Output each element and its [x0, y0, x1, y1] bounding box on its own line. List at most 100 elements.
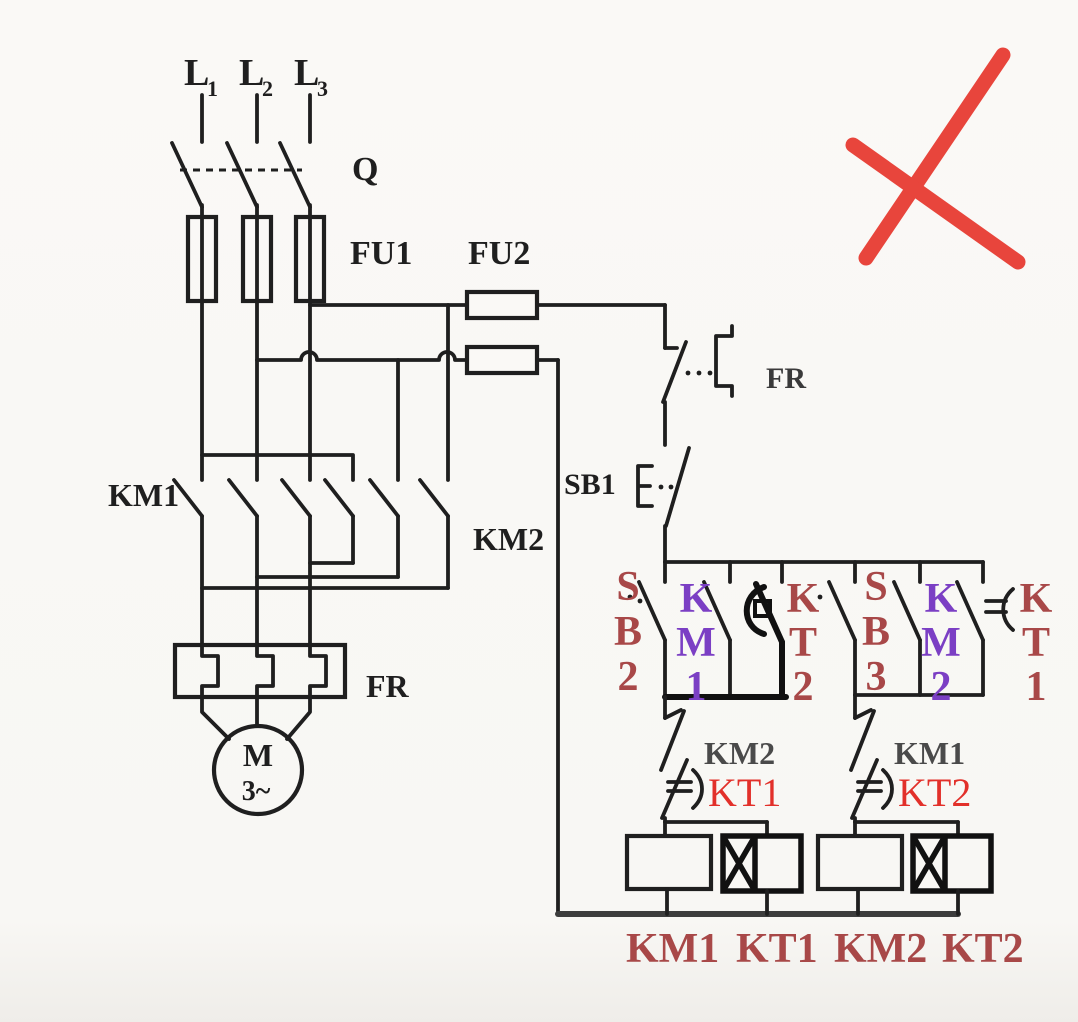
fr-nc-contact: [661, 303, 734, 447]
fr-relay-label: FR: [366, 668, 410, 704]
red-cross-mark: [845, 47, 1026, 270]
motor-letter: M: [243, 737, 273, 773]
coil-bottom-wires: [665, 887, 769, 916]
kt2-coil-label: KT2: [942, 926, 1024, 972]
phase-sub-1: 1: [207, 76, 218, 101]
kt2-annotation: KT2: [898, 770, 971, 815]
control-feed-bottom: [255, 350, 560, 362]
sb3-letter: B: [862, 609, 890, 655]
motor-phase-text: 3~: [242, 776, 271, 807]
pushbutton-actuator: [636, 464, 654, 508]
phase-label-l2: L: [239, 52, 264, 94]
contact-blade: [849, 709, 876, 772]
delay-glyph-square: [753, 599, 772, 618]
phase-supply-lines: [200, 93, 312, 144]
dotted-link: [637, 598, 643, 604]
fr-contact-label: FR: [766, 362, 806, 395]
km1-contactor-label: KM1: [108, 477, 179, 513]
motor-m: M 3~: [211, 723, 305, 817]
sb1-label: SB1: [564, 468, 616, 501]
kt1-column-label: K T 1: [1020, 576, 1053, 710]
dotted-link: [817, 594, 823, 600]
main-fuses-fu1: [185, 214, 327, 304]
km2-interlock-nc-contact: [659, 695, 686, 772]
contact-blade: [659, 709, 686, 772]
km2-letter: M: [921, 620, 961, 666]
delay-arc: [881, 768, 894, 810]
kt2-column-label: K T 2: [787, 576, 820, 710]
thermal-release-glyph: [714, 324, 734, 398]
kt2-delay-nc-contact: [850, 758, 894, 824]
fu2-label: FU2: [468, 235, 530, 272]
km2-coil: [815, 833, 905, 892]
contact-blade: [660, 758, 689, 820]
dotted-link: [658, 484, 664, 490]
isolator-label: Q: [352, 151, 378, 188]
fuse-symbol: [464, 289, 540, 321]
contact-seat: [663, 708, 683, 720]
sb3-letter: S: [864, 564, 887, 610]
km1-letter: 1: [686, 664, 707, 710]
coil-labels: KM1 KT1 KM2 KT2: [626, 926, 1024, 972]
km1-column-label: K M 1: [676, 576, 716, 710]
kt1-coil-x-box: [720, 834, 758, 893]
kt2-letter: 2: [793, 664, 814, 710]
sb3-column-label: S B 3: [862, 564, 890, 700]
sb2-letter: B: [614, 609, 642, 655]
fu1-label: FU1: [350, 235, 412, 272]
km2-column-label: K M 2: [921, 576, 961, 710]
sb3-letter: 3: [866, 654, 887, 700]
km1-letter: M: [676, 620, 716, 666]
fuse-symbol: [293, 214, 327, 304]
kt1-letter: 1: [1026, 664, 1047, 710]
delay-arc: [743, 584, 767, 637]
thermal-relay-fr-heaters: [172, 642, 348, 741]
km2-letter: K: [925, 576, 958, 622]
printed-labels: L 1 L 2 L 3 Q FU1 FU2 KM1 KM2 FR FR SB1 …: [108, 52, 965, 771]
kt2-letter: T: [789, 620, 817, 666]
km2-contactor-label: KM2: [473, 521, 544, 557]
contact-blade: [172, 478, 204, 518]
contact-blade: [702, 580, 732, 642]
km1-interlock-label: KM1: [894, 735, 965, 771]
contact-blade: [664, 446, 691, 528]
dotted-link: [685, 370, 691, 376]
phase-sub-3: 3: [317, 76, 328, 101]
heater-element: [200, 643, 231, 741]
delay-arc: [691, 768, 704, 810]
fuse-symbol: [464, 344, 540, 376]
phase-label-l1: L: [184, 52, 209, 94]
isolator-switch-q: [170, 141, 312, 209]
dotted-link: [627, 594, 633, 600]
contact-blade: [955, 580, 985, 642]
contact-blade: [323, 478, 355, 518]
phase-sub-2: 2: [262, 76, 273, 101]
contact-blade: [827, 580, 857, 642]
sb3-start-contact: [817, 560, 857, 697]
kt1-letter: T: [1022, 620, 1050, 666]
cross-stroke: [858, 47, 1011, 266]
kt1-timed-contact: [955, 560, 1015, 697]
cross-stroke: [845, 137, 1026, 270]
sb2-letter: S: [616, 564, 639, 610]
kt2-letter: K: [787, 576, 820, 622]
contact-blade: [280, 478, 312, 518]
fuse-symbol: [185, 214, 219, 304]
heater-element: [255, 643, 275, 728]
km1-interlock-nc-contact: [849, 693, 876, 772]
dotted-link: [707, 370, 713, 376]
km1-main-contacts: [172, 478, 312, 647]
contact-blade: [637, 580, 667, 642]
km2-kt2-coil-branch: [815, 820, 994, 916]
delay-parallel-lines: [856, 780, 883, 793]
kt1-coil-label: KT1: [736, 926, 818, 972]
control-fuses-fu2: [464, 289, 540, 376]
switch-blade: [225, 141, 259, 209]
contact-blade: [418, 478, 450, 518]
kt1-letter: K: [1020, 576, 1053, 622]
km1-kt1-coil-branch: [624, 820, 804, 916]
contact-blade: [368, 478, 400, 518]
post-switch-phase-wires: [200, 203, 312, 482]
heater-element: [285, 643, 328, 741]
phase-label-l3: L: [294, 52, 319, 94]
